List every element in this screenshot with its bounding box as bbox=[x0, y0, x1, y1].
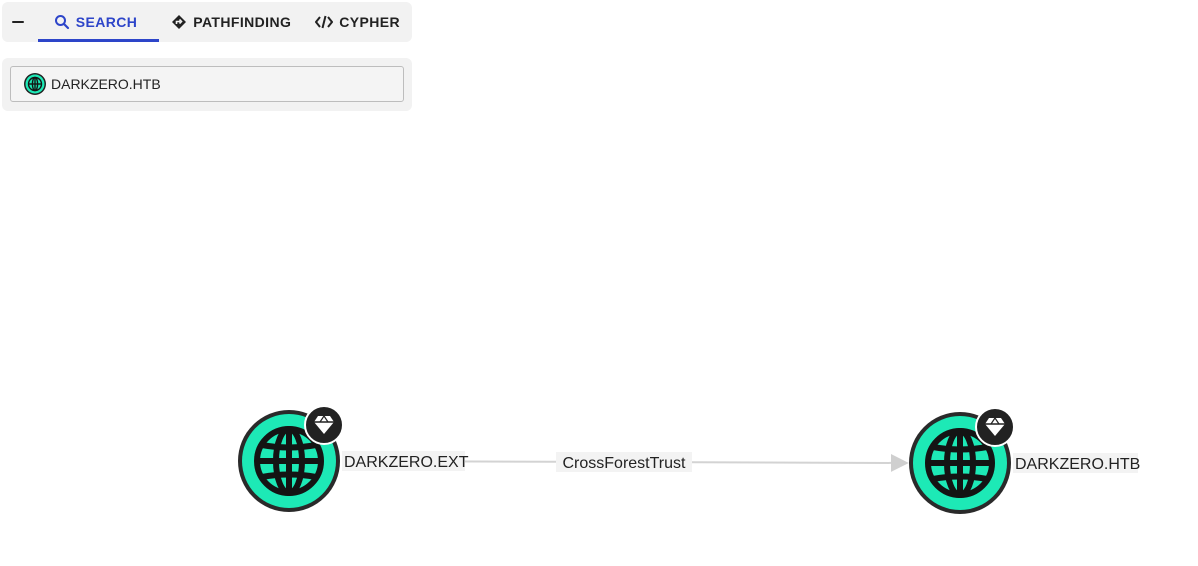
search-icon bbox=[54, 15, 69, 30]
tab-label: SEARCH bbox=[75, 14, 138, 30]
tab-search[interactable]: SEARCH bbox=[34, 2, 160, 42]
minus-icon bbox=[11, 21, 24, 23]
node-label-darkzero-ext[interactable]: DARKZERO.EXT bbox=[344, 454, 469, 471]
tier-zero-badge bbox=[304, 405, 344, 445]
node-label-background bbox=[1013, 453, 1138, 473]
graph-edge[interactable]: CrossForestTrust bbox=[342, 452, 909, 472]
collapse-panel-button[interactable] bbox=[2, 2, 34, 42]
node-search-field[interactable] bbox=[10, 66, 404, 102]
tab-label: CYPHER bbox=[339, 14, 400, 30]
code-icon bbox=[315, 15, 334, 29]
node-label-background bbox=[342, 451, 465, 471]
edge-label-background bbox=[556, 452, 692, 472]
gem-icon bbox=[985, 416, 1005, 436]
graph-node-darkzero-ext[interactable] bbox=[238, 405, 344, 512]
graph-node-darkzero-htb[interactable] bbox=[909, 407, 1015, 514]
gem-icon bbox=[314, 414, 334, 434]
globe-icon bbox=[254, 426, 324, 496]
tier-zero-badge bbox=[975, 407, 1015, 447]
tab-cypher[interactable]: CYPHER bbox=[303, 2, 412, 42]
explore-tab-bar: SEARCH PATHFINDING CYPHER bbox=[2, 2, 412, 42]
tab-pathfinding[interactable]: PATHFINDING bbox=[159, 2, 303, 42]
domain-globe-icon bbox=[23, 72, 47, 96]
tab-label: PATHFINDING bbox=[193, 14, 292, 30]
diamond-arrow-icon bbox=[172, 15, 187, 29]
node-label-darkzero-htb[interactable]: DARKZERO.HTB bbox=[1015, 456, 1140, 473]
edge-label[interactable]: CrossForestTrust bbox=[563, 455, 687, 472]
globe-icon bbox=[925, 428, 995, 498]
search-panel bbox=[2, 58, 412, 111]
search-input[interactable] bbox=[51, 76, 351, 92]
